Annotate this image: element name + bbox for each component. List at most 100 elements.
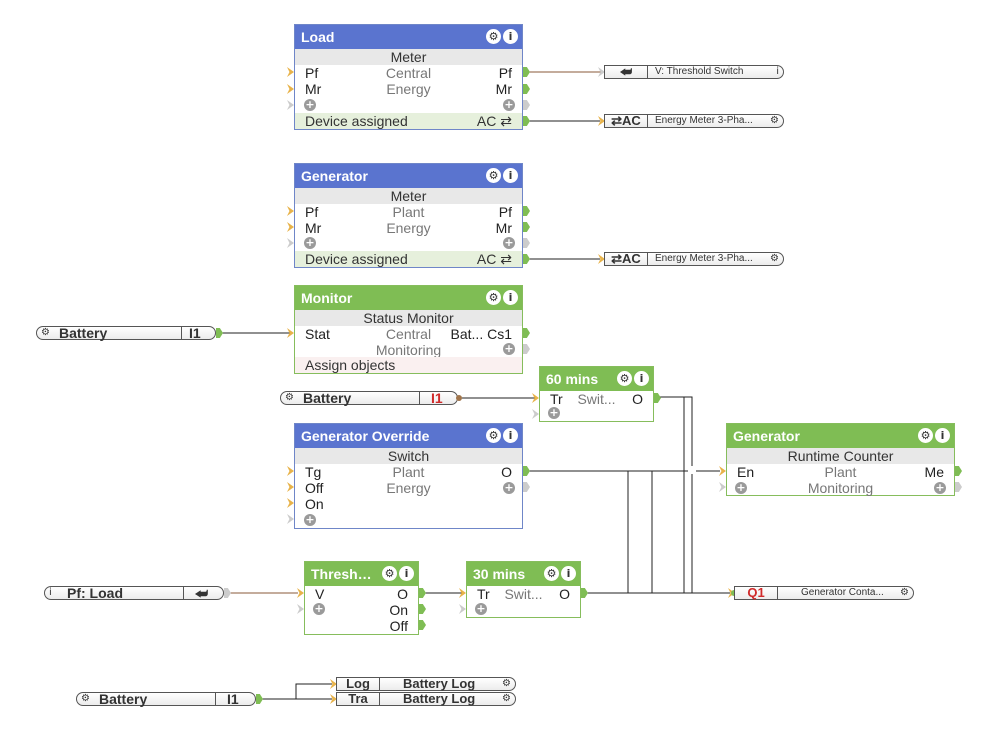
gear-icon[interactable]: ⚙ [918, 428, 933, 443]
gear-icon[interactable]: ⚙ [486, 428, 501, 443]
battery-object[interactable]: ⚙ Battery I1 [280, 391, 458, 405]
output-pin[interactable] [955, 466, 962, 476]
add-input-icon[interactable]: + [313, 602, 325, 615]
input-pin[interactable] [287, 206, 294, 216]
info-icon[interactable]: i [503, 428, 518, 443]
energy-meter-target[interactable]: ⇄AC Energy Meter 3-Pha... ⚙ [604, 252, 784, 266]
add-output-icon[interactable]: + [503, 481, 515, 494]
add-output-icon[interactable]: + [503, 342, 515, 355]
gear-icon[interactable]: ⚙ [382, 566, 397, 581]
input-pin[interactable] [287, 67, 294, 77]
energy-meter-target[interactable]: ⇄AC Energy Meter 3-Pha... ⚙ [604, 114, 784, 128]
gear-icon[interactable]: ⚙ [486, 168, 501, 183]
input-pin[interactable] [330, 694, 337, 704]
gear-icon[interactable]: ⚙ [617, 371, 632, 386]
output-pin[interactable] [523, 254, 530, 264]
input-pin[interactable] [719, 466, 726, 476]
gear-icon[interactable]: ⚙ [502, 693, 511, 704]
add-input-icon[interactable]: + [304, 98, 316, 111]
input-pin[interactable] [287, 328, 294, 338]
output-pin[interactable] [224, 588, 231, 598]
battery-log-target[interactable]: Tra Battery Log ⚙ [336, 692, 516, 706]
input-pin[interactable] [330, 679, 337, 689]
add-output-icon[interactable]: + [503, 236, 515, 249]
info-icon[interactable]: i [503, 29, 518, 44]
input-pin[interactable] [287, 498, 294, 508]
gear-icon[interactable]: ⚙ [770, 115, 779, 126]
add-output-icon[interactable]: + [503, 98, 515, 111]
input-pin[interactable] [287, 482, 294, 492]
battery-object[interactable]: ⚙ Battery I1 [76, 692, 256, 706]
add-input-icon[interactable]: + [304, 236, 316, 249]
input-pin[interactable] [297, 588, 304, 598]
input-pin[interactable] [287, 238, 294, 248]
input-pin[interactable] [297, 604, 304, 614]
input-pin[interactable] [598, 254, 605, 264]
gear-icon[interactable]: ⚙ [41, 327, 50, 338]
gear-icon[interactable]: ⚙ [544, 566, 559, 581]
output-pin[interactable] [419, 588, 426, 598]
input-pin[interactable] [287, 84, 294, 94]
output-pin[interactable] [581, 588, 588, 598]
output-pin[interactable] [523, 206, 530, 216]
gear-icon[interactable]: ⚙ [285, 392, 294, 403]
output-pin[interactable] [523, 67, 530, 77]
info-icon[interactable]: i [503, 290, 518, 305]
info-icon[interactable]: i [503, 168, 518, 183]
input-pin[interactable] [459, 588, 466, 598]
gear-icon[interactable]: ⚙ [81, 693, 90, 704]
add-input-icon[interactable]: + [735, 481, 747, 494]
input-pin[interactable] [598, 67, 605, 77]
gear-icon[interactable]: ⚙ [770, 253, 779, 264]
output-pin[interactable] [523, 84, 530, 94]
gear-icon[interactable]: ⚙ [486, 290, 501, 305]
output-pin[interactable] [523, 100, 530, 110]
battery-object[interactable]: ⚙ Battery I1 [36, 326, 216, 340]
add-input-icon[interactable]: + [548, 406, 560, 419]
output-pin[interactable] [523, 482, 530, 492]
info-icon[interactable]: i [49, 587, 52, 598]
input-pin[interactable] [287, 222, 294, 232]
output-pin[interactable] [654, 393, 661, 403]
add-input-icon[interactable]: + [304, 513, 316, 526]
assign-objects-footer[interactable]: Assign objects [295, 357, 522, 373]
output-pin[interactable] [523, 238, 530, 248]
input-pin[interactable] [459, 604, 466, 614]
output-pin[interactable] [955, 482, 962, 492]
add-input-icon[interactable]: + [475, 602, 487, 615]
gear-icon[interactable]: ⚙ [900, 587, 909, 598]
input-pin[interactable] [719, 482, 726, 492]
info-icon[interactable]: i [399, 566, 414, 581]
output-pin[interactable] [523, 116, 530, 126]
output-pin[interactable] [256, 694, 263, 704]
output-pin[interactable] [419, 620, 426, 630]
input-pin[interactable] [532, 393, 539, 403]
output-pin[interactable] [523, 466, 530, 476]
threshold-switch-target[interactable]: ⮨ V: Threshold Switch i [604, 65, 784, 79]
input-pin[interactable] [287, 514, 294, 524]
output-pin[interactable] [419, 604, 426, 614]
info-icon[interactable]: i [776, 66, 779, 77]
output-pin[interactable] [523, 344, 530, 354]
input-pin[interactable] [532, 409, 539, 419]
info-icon[interactable]: i [935, 428, 950, 443]
generator-contactor-target[interactable]: Q1 Generator Conta... ⚙ [734, 586, 914, 600]
pf-load-object[interactable]: i Pf: Load ⮨ [44, 586, 224, 600]
output-pin[interactable] [216, 328, 223, 338]
output-pin[interactable] [523, 222, 530, 232]
input-pin[interactable] [287, 466, 294, 476]
input-pin[interactable] [287, 100, 294, 110]
gear-icon[interactable]: ⚙ [502, 678, 511, 689]
gear-icon[interactable]: ⚙ [486, 29, 501, 44]
info-icon[interactable]: i [561, 566, 576, 581]
input-pin[interactable] [598, 116, 605, 126]
output-pin[interactable] [523, 328, 530, 338]
info-icon[interactable]: i [634, 371, 649, 386]
